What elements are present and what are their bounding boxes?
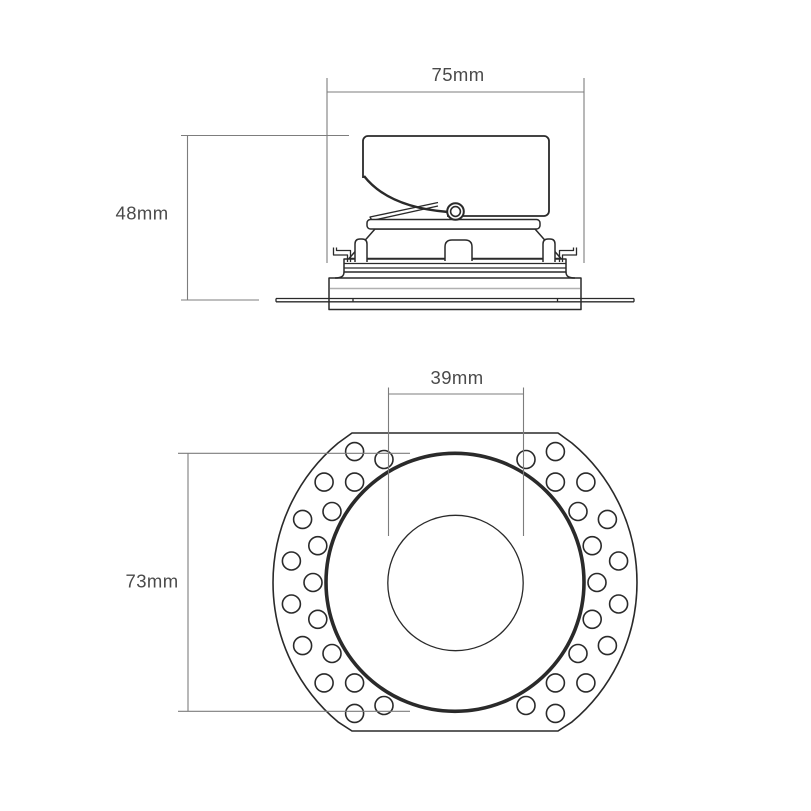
dimension-cutout-diameter: 73mm xyxy=(126,452,410,712)
perforation-hole xyxy=(307,609,328,630)
mounting-hook-right xyxy=(558,247,578,262)
center-tab xyxy=(444,239,473,261)
perforation-hole xyxy=(608,551,629,571)
spring-clip-left xyxy=(354,238,368,262)
perforation-hole xyxy=(344,472,365,492)
perforation-holes xyxy=(281,441,629,724)
perforation-hole xyxy=(576,472,596,492)
pivot-screw xyxy=(446,202,465,221)
perforation-hole xyxy=(545,673,566,693)
perforation-hole xyxy=(344,703,365,724)
dimension-inner-diameter: 39mm xyxy=(387,367,525,536)
perforation-hole xyxy=(545,703,566,724)
perforation-hole xyxy=(597,509,618,530)
spring-clip-right xyxy=(542,238,556,262)
perforation-hole xyxy=(374,695,394,716)
plaster-flange xyxy=(275,297,635,303)
tilt-swoosh xyxy=(363,175,449,214)
perforation-hole xyxy=(292,635,313,656)
dimension-height: 48mm xyxy=(116,134,349,301)
trim-ring xyxy=(328,277,582,311)
perforation-hole xyxy=(292,509,313,530)
perforation-hole xyxy=(322,643,342,664)
cutout-circle xyxy=(324,451,586,714)
perforation-hole xyxy=(582,609,603,630)
perforation-hole xyxy=(344,673,365,693)
mounting-hook-left xyxy=(332,247,352,262)
dimension-cutout-diameter-label: 73mm xyxy=(126,571,179,592)
perforation-hole xyxy=(281,594,302,614)
heatsink-slab xyxy=(366,218,541,230)
pivot-screw-inner xyxy=(449,205,462,218)
perforation-hole xyxy=(314,472,334,492)
perforation-hole xyxy=(582,535,603,556)
lens-circle xyxy=(387,514,524,652)
dimension-height-label: 48mm xyxy=(116,203,169,224)
perforation-hole xyxy=(568,643,588,664)
perforation-hole xyxy=(322,501,342,522)
trim-step-left xyxy=(334,271,345,279)
perforation-hole xyxy=(516,695,536,716)
dimension-width: 75mm xyxy=(326,64,585,263)
trim-step-right xyxy=(565,271,576,279)
perforation-hole xyxy=(608,594,629,614)
perforation-hole xyxy=(281,551,302,571)
mounting-plate xyxy=(272,432,638,732)
perforation-hole xyxy=(344,441,365,462)
plan-view: 39mm 73mm xyxy=(126,367,638,732)
body-cutaway xyxy=(352,178,447,219)
perforation-hole xyxy=(597,635,618,656)
perforation-hole xyxy=(545,441,566,462)
perforation-hole xyxy=(303,572,323,593)
perforation-hole xyxy=(545,472,566,492)
perforation-hole xyxy=(307,535,328,556)
perforation-hole xyxy=(568,501,588,522)
perforation-hole xyxy=(587,572,607,593)
dimension-width-label: 75mm xyxy=(432,64,485,85)
perforation-hole xyxy=(314,673,334,693)
dimension-inner-diameter-label: 39mm xyxy=(431,367,484,388)
perforation-hole xyxy=(576,673,596,693)
perforation-hole xyxy=(516,449,536,470)
side-view: 75mm 48mm xyxy=(116,64,635,311)
